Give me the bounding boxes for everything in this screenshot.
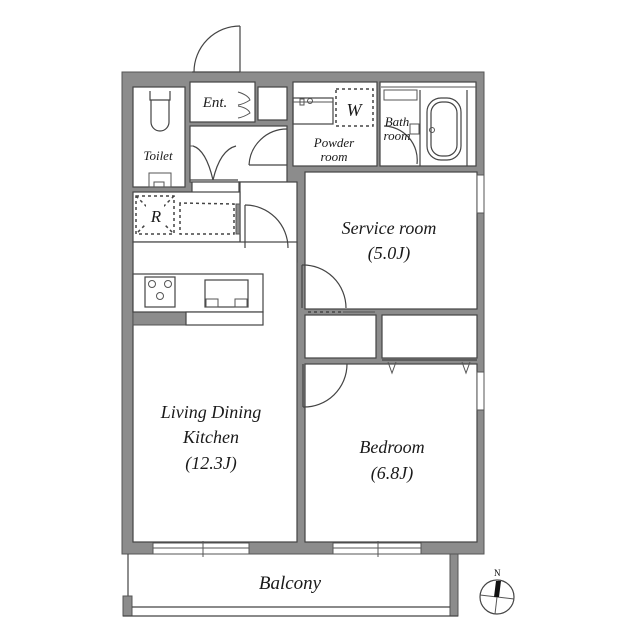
toilet-area xyxy=(132,86,186,188)
entrance-area xyxy=(189,81,256,123)
washbasin-icon xyxy=(292,97,334,125)
refrigerator-label: R xyxy=(150,207,162,226)
compass-north-label: N xyxy=(494,568,501,578)
service-room-door xyxy=(301,264,347,309)
cabinet-door-icon xyxy=(237,91,251,119)
bathtub-icon xyxy=(381,86,476,166)
balcony-label: Balcony xyxy=(259,573,322,594)
side-windows xyxy=(476,174,485,411)
balcony xyxy=(122,553,459,617)
bath-door xyxy=(383,125,418,165)
powder-room-label-2: room xyxy=(321,149,348,164)
sink-icon xyxy=(204,279,249,308)
ldk-label-2: Kitchen xyxy=(182,427,239,447)
ldk-label-1: Living Dining xyxy=(160,402,262,422)
service-room-area: (5.0J) xyxy=(368,243,410,264)
bedroom-area xyxy=(304,363,478,543)
ldk-window xyxy=(152,541,250,557)
refrigerator-icon xyxy=(135,195,175,235)
bedroom-area: (6.8J) xyxy=(371,463,413,484)
north-compass-icon: N xyxy=(479,568,515,615)
bedroom-closet-doors xyxy=(382,359,477,375)
bedroom-door xyxy=(302,363,348,408)
toilet-fixture-icon xyxy=(148,91,172,188)
service-room-area xyxy=(304,171,478,310)
washer-icon xyxy=(335,88,374,127)
washer-label: W xyxy=(347,100,364,120)
closet-right xyxy=(381,314,478,359)
entrance-door xyxy=(192,25,241,73)
ldk-area: (12.3J) xyxy=(185,453,236,474)
toilet-label: Toilet xyxy=(143,148,173,163)
kitchen-counter xyxy=(132,273,264,326)
storage-wedge xyxy=(179,202,235,235)
closet-left xyxy=(304,314,377,359)
entrance-label: Ent. xyxy=(202,95,228,111)
hall-area xyxy=(189,125,288,183)
service-room-label: Service room xyxy=(342,218,437,238)
bedroom-label: Bedroom xyxy=(359,437,424,457)
powder-door xyxy=(248,128,288,166)
closet-door-icon xyxy=(190,145,238,181)
bathroom-label-2: room xyxy=(384,128,411,143)
bedroom-window xyxy=(332,541,422,557)
ldk-door xyxy=(244,204,289,249)
shoe-cabinet xyxy=(257,86,288,121)
bathroom-label-1: Bath xyxy=(385,114,410,129)
powder-room-label-1: Powder xyxy=(313,135,355,150)
stove-icon xyxy=(144,276,176,308)
